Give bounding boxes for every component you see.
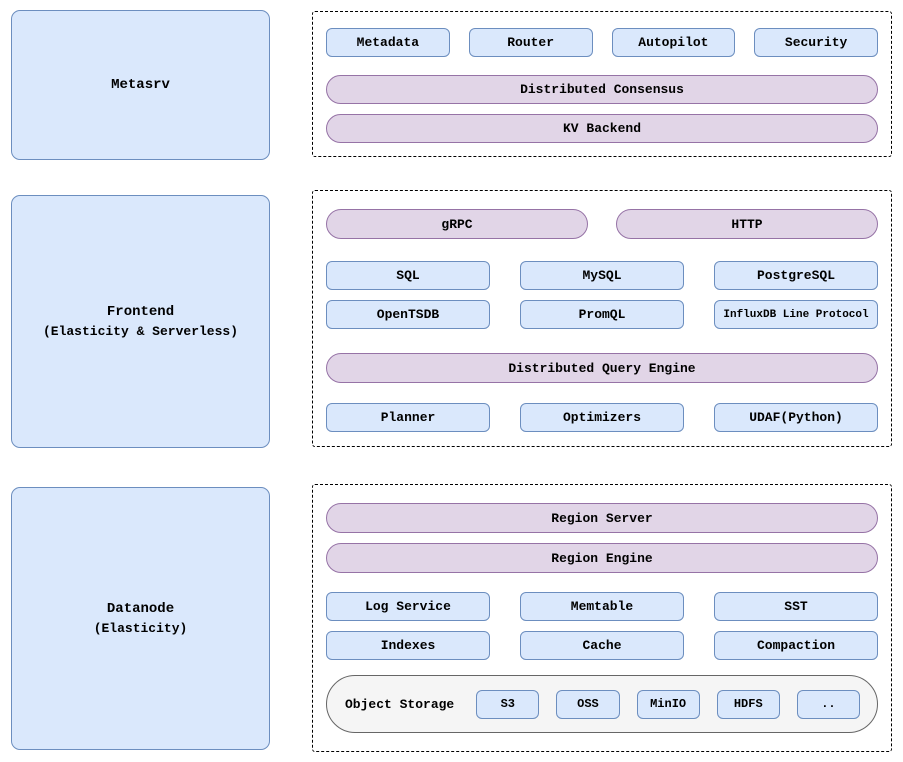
component-promql: PromQL xyxy=(520,300,684,329)
datanode-tier-box: Datanode (Elasticity) xyxy=(11,487,270,750)
component-sql: SQL xyxy=(326,261,490,290)
kv-backend-pill: KV Backend xyxy=(326,114,878,143)
component-memtable: Memtable xyxy=(520,592,684,621)
component-optimizers: Optimizers xyxy=(520,403,684,432)
component-mysql: MySQL xyxy=(520,261,684,290)
grpc-pill: gRPC xyxy=(326,209,588,239)
metasrv-components-container: Metadata Router Autopilot Security Distr… xyxy=(312,11,892,157)
component-indexes: Indexes xyxy=(326,631,490,660)
datanode-components-container: Region Server Region Engine Log Service … xyxy=(312,484,892,752)
frontend-label: Frontend xyxy=(106,303,175,320)
component-sst: SST xyxy=(714,592,878,621)
component-router: Router xyxy=(468,28,593,57)
metasrv-tier-box: Metasrv xyxy=(11,10,270,160)
component-compaction: Compaction xyxy=(714,631,878,660)
component-influxdb-line-protocol: InfluxDB Line Protocol xyxy=(714,300,878,329)
frontend-protocol-pills-row: gRPC HTTP xyxy=(326,209,878,239)
object-storage-label: Object Storage xyxy=(345,696,455,712)
backend-hdfs: HDFS xyxy=(716,689,780,719)
frontend-sublabel: (Elasticity & Serverless) xyxy=(42,323,239,339)
http-pill: HTTP xyxy=(616,209,878,239)
component-postgresql: PostgreSQL xyxy=(714,261,878,290)
frontend-engine-components-row: Planner Optimizers UDAF(Python) xyxy=(326,403,878,432)
object-storage-container: Object Storage S3 OSS MinIO HDFS .. xyxy=(326,675,878,733)
region-engine-pill: Region Engine xyxy=(326,543,878,573)
component-cache: Cache xyxy=(520,631,684,660)
backend-minio: MinIO xyxy=(636,689,700,719)
frontend-query-languages-row: SQL MySQL PostgreSQL xyxy=(326,261,878,290)
distributed-query-engine-pill: Distributed Query Engine xyxy=(326,353,878,383)
component-metadata: Metadata xyxy=(326,28,450,57)
frontend-ingest-protocols-row: OpenTSDB PromQL InfluxDB Line Protocol xyxy=(326,300,878,329)
component-security: Security xyxy=(754,28,878,57)
region-server-pill: Region Server xyxy=(326,503,878,533)
backend-oss: OSS xyxy=(556,689,620,719)
datanode-storage-row1: Log Service Memtable SST xyxy=(326,592,878,621)
metasrv-label: Metasrv xyxy=(111,77,170,93)
datanode-sublabel: (Elasticity) xyxy=(93,620,188,636)
component-autopilot: Autopilot xyxy=(611,28,736,57)
metasrv-components-row: Metadata Router Autopilot Security xyxy=(326,28,878,57)
component-log-service: Log Service xyxy=(326,592,490,621)
frontend-tier-box: Frontend (Elasticity & Serverless) xyxy=(11,195,270,448)
backend-other: .. xyxy=(796,689,860,719)
datanode-label: Datanode xyxy=(106,600,175,617)
component-planner: Planner xyxy=(326,403,490,432)
backend-s3: S3 xyxy=(476,689,540,719)
datanode-storage-row2: Indexes Cache Compaction xyxy=(326,631,878,660)
frontend-components-container: gRPC HTTP SQL MySQL PostgreSQL OpenTSDB … xyxy=(312,190,892,447)
component-udaf-python: UDAF(Python) xyxy=(714,403,878,432)
distributed-consensus-pill: Distributed Consensus xyxy=(326,75,878,104)
component-opentsdb: OpenTSDB xyxy=(326,300,490,329)
